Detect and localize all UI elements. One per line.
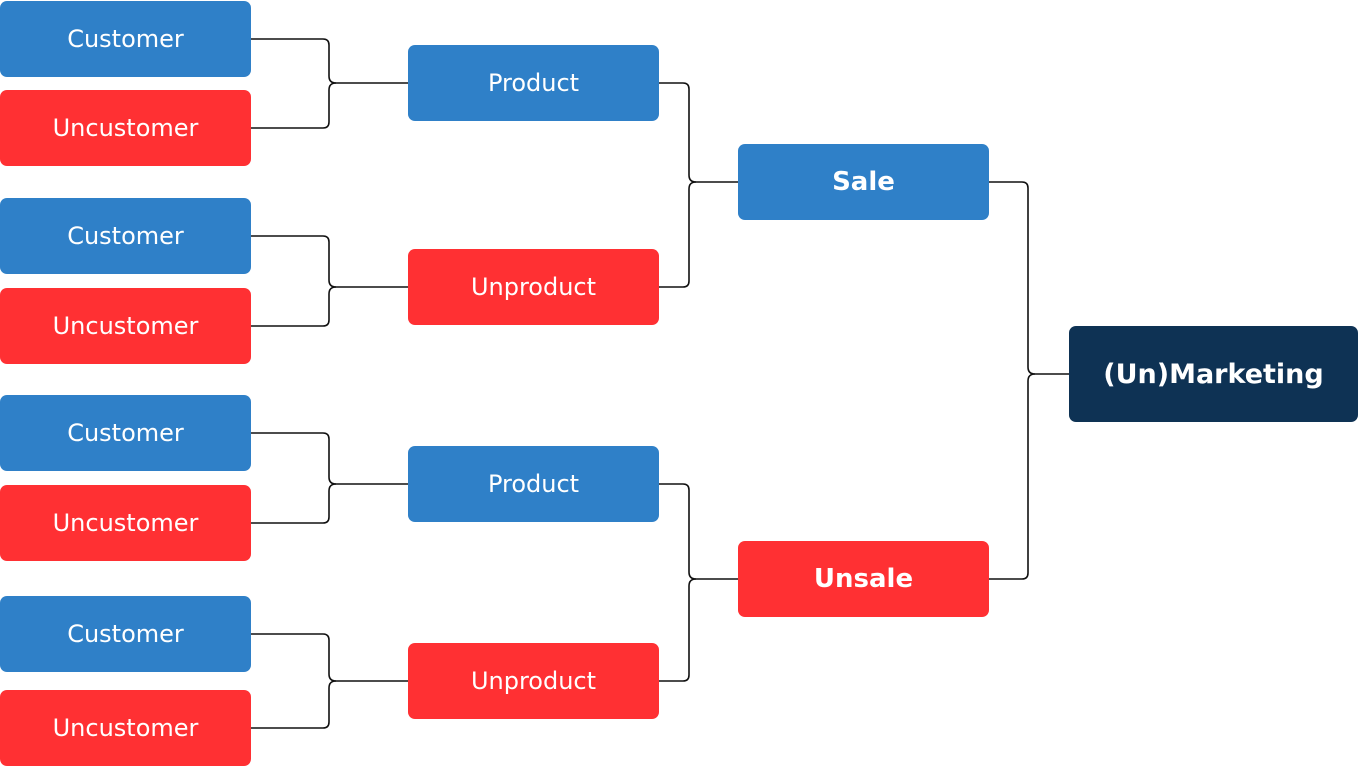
- node-sale: Sale: [738, 144, 989, 220]
- connector-product3-unsale: [659, 483, 738, 580]
- connector-sale-root: [989, 181, 1069, 375]
- node-uncustomer: Uncustomer: [0, 90, 251, 166]
- connector-product1-sale: [659, 82, 738, 183]
- connector-leaf2-product1: [251, 82, 337, 129]
- connector-leaf6-product3: [251, 483, 337, 524]
- connector-leaf1-product1: [251, 38, 408, 84]
- connector-product2-sale: [659, 181, 697, 288]
- node-product: Product: [408, 45, 659, 121]
- connector-leaf8-product4: [251, 680, 337, 729]
- connector-leaf4-product2: [251, 286, 337, 327]
- node-unproduct: Unproduct: [408, 643, 659, 719]
- node-uncustomer: Uncustomer: [0, 288, 251, 364]
- connector-unsale-root: [989, 373, 1036, 580]
- node-customer: Customer: [0, 596, 251, 672]
- node-unmarketing-root: (Un)Marketing: [1069, 326, 1358, 422]
- node-uncustomer: Uncustomer: [0, 485, 251, 561]
- connector-product4-unsale: [659, 578, 697, 682]
- node-unsale: Unsale: [738, 541, 989, 617]
- node-product: Product: [408, 446, 659, 522]
- node-unproduct: Unproduct: [408, 249, 659, 325]
- connector-leaf5-product3: [251, 432, 408, 485]
- connector-leaf3-product2: [251, 235, 408, 288]
- node-customer: Customer: [0, 395, 251, 471]
- node-customer: Customer: [0, 1, 251, 77]
- connector-leaf7-product4: [251, 633, 408, 682]
- node-uncustomer: Uncustomer: [0, 690, 251, 766]
- node-customer: Customer: [0, 198, 251, 274]
